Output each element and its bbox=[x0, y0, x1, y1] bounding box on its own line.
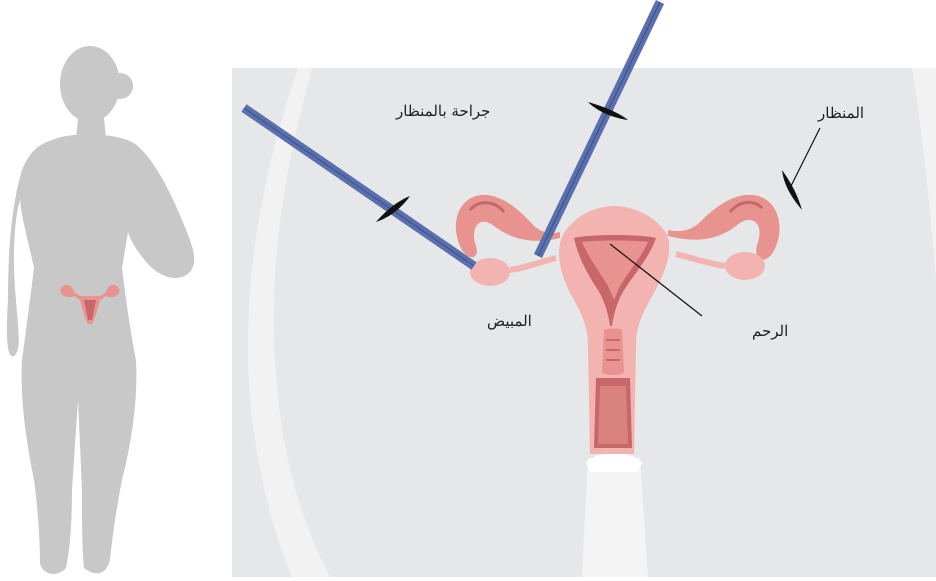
right-ovary bbox=[725, 252, 765, 280]
cervical-canal bbox=[602, 329, 624, 376]
label-laparoscope: المنظار bbox=[818, 104, 864, 122]
closeup-background-panel bbox=[232, 68, 936, 577]
speculum bbox=[582, 458, 648, 577]
label-laparoscopic-surgery: جراحة بالمنظار bbox=[396, 102, 490, 120]
female-silhouette bbox=[7, 46, 194, 574]
label-ovary: المبيض bbox=[487, 312, 532, 330]
label-uterus: الرحم bbox=[752, 322, 788, 340]
